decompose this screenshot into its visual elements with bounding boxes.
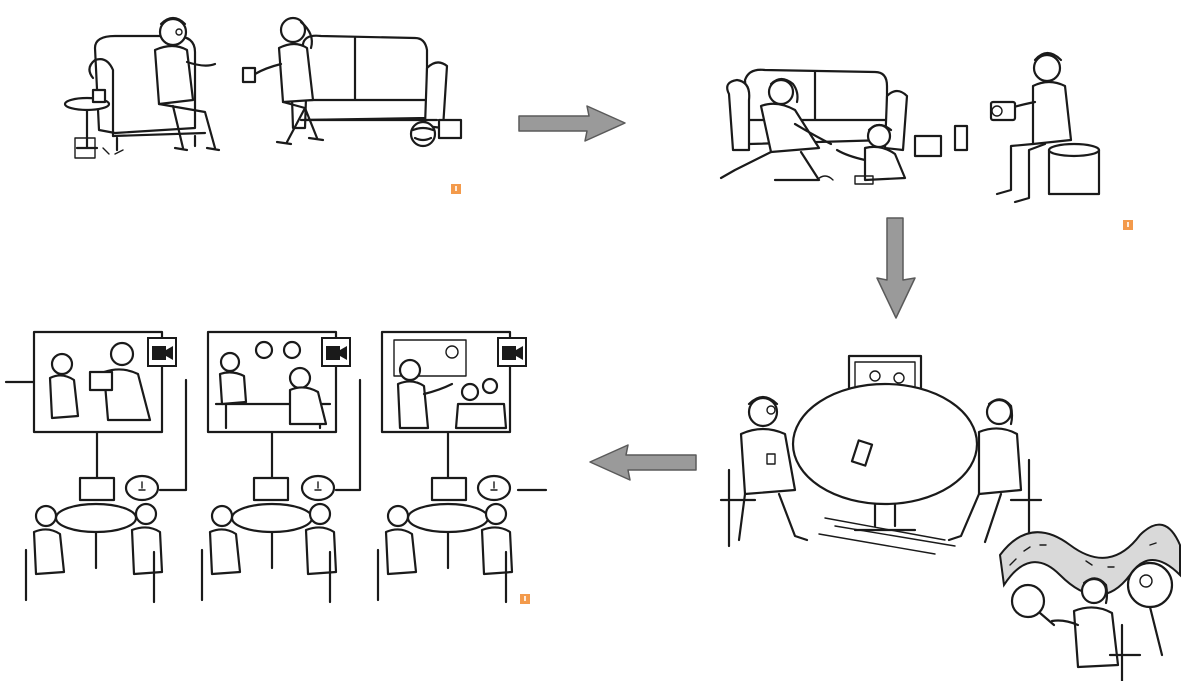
meeting-group-3 xyxy=(378,476,512,602)
case-series-scene xyxy=(0,320,560,610)
video-panel-1 xyxy=(34,332,176,432)
arrow-down-1 xyxy=(873,214,919,322)
video-panel-2 xyxy=(208,332,350,432)
orange-marker-icon xyxy=(520,594,530,604)
home-observation-scene xyxy=(715,40,1115,220)
meeting-group-1 xyxy=(26,476,162,602)
arrow-left-1 xyxy=(585,442,700,484)
film-analysis-inset xyxy=(990,515,1183,681)
arrow-right-1 xyxy=(515,103,630,145)
interview-scene xyxy=(55,8,475,168)
video-panel-3 xyxy=(382,332,526,432)
orange-marker-icon xyxy=(1123,220,1133,230)
meeting-group-2 xyxy=(202,476,336,602)
orange-marker-icon xyxy=(451,184,461,194)
